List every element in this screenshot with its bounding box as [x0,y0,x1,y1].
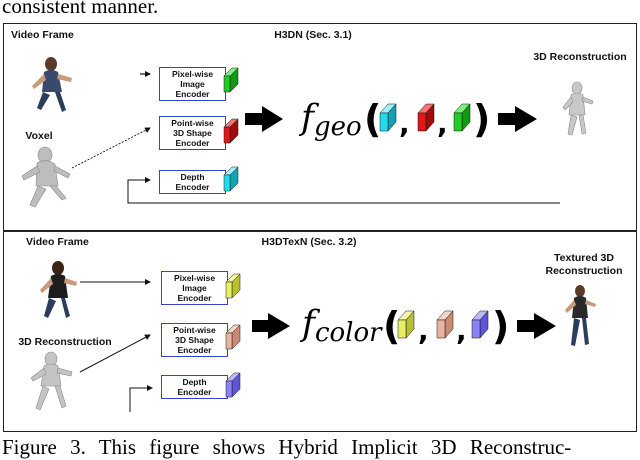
depth-feature-cube [223,166,239,192]
arrow-into-function [245,106,283,132]
pixel-feature-cube [225,273,241,299]
output-label: 3D Reconstruction [533,51,627,63]
point-feature-cube [223,118,239,144]
input-reconstruction-label: 3D Reconstruction [18,336,112,348]
pixel-image-encoder-box: Pixel-wise Image Encoder [161,271,228,305]
color-function: fcolor [302,304,382,348]
h3dtexn-panel: Video Frame H3DTexN (Sec. 3.2) 3D Recons… [3,231,637,432]
pixel-image-encoder-box: Pixel-wise Image Encoder [159,67,226,101]
voxel-label: Voxel [25,130,53,142]
output-label: Textured 3D Reconstruction [545,252,623,277]
svg-text:,: , [456,314,467,347]
svg-text:(: ( [364,97,381,141]
textured-reconstruction-image [565,285,596,346]
preceding-text-line: consistent manner. [2,0,159,18]
function-base: f [301,98,314,138]
figure-caption: Figure 3. This figure shows Hybrid Impli… [2,435,572,459]
video-frame-label: Video Frame [11,29,74,41]
svg-text:): ) [473,97,490,141]
geometry-function: fgeo [301,98,362,142]
geo-function-arguments: ( , , ) [364,97,490,141]
pixel-feature-cube [223,67,239,93]
input-reconstruction-image [30,351,73,411]
arrow-out-of-function [517,313,556,339]
svg-text:,: , [418,314,429,347]
arrow-out-of-function [498,106,537,132]
svg-text:): ) [492,304,509,348]
svg-text:(: ( [383,304,400,348]
h3dn-panel: Video Frame H3DN (Sec. 3.1) Voxel 3D Rec… [3,23,637,231]
svg-text:,: , [437,107,448,140]
depth-feature-cube [225,372,241,398]
point-shape-encoder-box: Point-wise 3D Shape Encoder [159,116,226,150]
function-base: f [302,304,315,344]
video-frame-person-image [40,261,77,318]
panel-title: H3DN (Sec. 3.1) [274,29,352,41]
reconstruction-output-image [562,81,594,136]
point-feature-cube [225,324,241,350]
svg-text:,: , [399,107,410,140]
color-function-arguments: ( , , ) [383,304,509,348]
function-subscript: geo [313,112,362,142]
video-frame-person-image [32,57,72,112]
function-subscript: color [314,318,382,348]
video-frame-label: Video Frame [26,236,89,248]
arrow-into-function [252,313,290,339]
depth-encoder-box: Depth Encoder [159,170,226,194]
panel-title: H3DTexN (Sec. 3.2) [261,236,357,248]
voxel-person-image [21,146,71,208]
